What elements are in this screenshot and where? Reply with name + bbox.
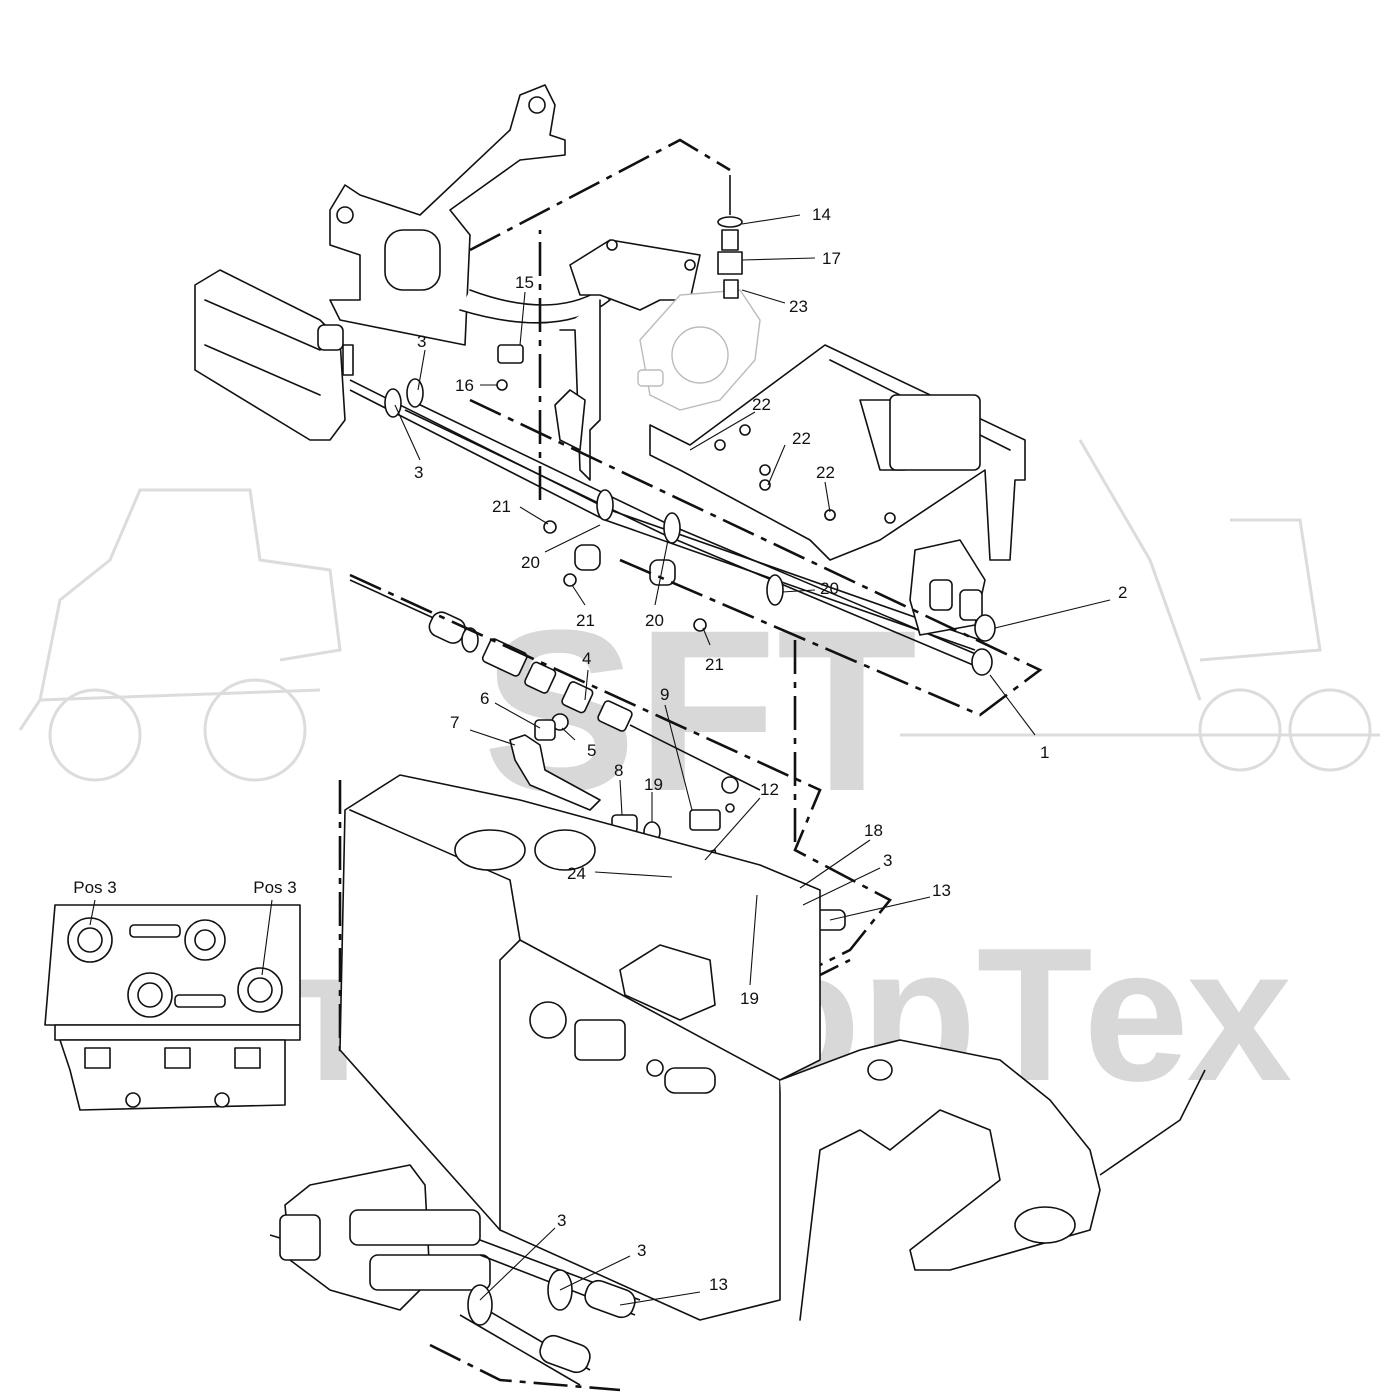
callout-19: 19	[644, 775, 663, 794]
hydraulic-pump	[637, 289, 761, 411]
callout-3: 3	[417, 332, 426, 351]
callout-13: 13	[932, 881, 951, 900]
hose-clamp	[663, 512, 681, 544]
upper-tank	[194, 269, 354, 441]
callout-2: 2	[1118, 583, 1127, 602]
watermark-excavator-right-icon	[900, 439, 1380, 772]
hose-clamp	[406, 378, 424, 408]
callout-20: 20	[645, 611, 664, 630]
callout-23: 23	[789, 297, 808, 316]
callout-7: 7	[450, 713, 459, 732]
callout-14: 14	[812, 205, 831, 224]
callout-9: 9	[660, 685, 669, 704]
watermark-tractor-left-icon	[18, 488, 342, 782]
hose-clamp	[766, 574, 784, 606]
callout-16: 16	[455, 376, 474, 395]
callout-3: 3	[557, 1211, 566, 1230]
mounting-plate	[554, 239, 701, 481]
hose-clamp	[596, 489, 614, 521]
callout-22: 22	[792, 429, 811, 448]
callout-4: 4	[582, 649, 591, 668]
callout-17: 17	[822, 249, 841, 268]
leader-lines	[394, 214, 1111, 1306]
right-frame	[649, 344, 1026, 561]
chassis-frame	[779, 1039, 1206, 1321]
callout-22: 22	[752, 395, 771, 414]
callout-1: 1	[1040, 743, 1049, 762]
callout-6: 6	[480, 689, 489, 708]
callout-5: 5	[587, 741, 596, 760]
callout-24: 24	[567, 864, 586, 883]
callout-21: 21	[492, 497, 511, 516]
callout-13: 13	[709, 1275, 728, 1294]
callout-3: 3	[637, 1241, 646, 1260]
inset-detail: Pos 3 Pos 3	[44, 878, 301, 1111]
callout-labels: 14 17 23 15 3 16 3 22 22 22 21 20 21 20 …	[414, 205, 1127, 1294]
callout-22: 22	[816, 463, 835, 482]
hose-bundle-upper	[349, 378, 991, 671]
callout-8: 8	[614, 761, 623, 780]
callout-3: 3	[883, 851, 892, 870]
callout-18: 18	[864, 821, 883, 840]
callout-20: 20	[820, 579, 839, 598]
callout-19: 19	[740, 989, 759, 1008]
callout-21: 21	[705, 655, 724, 674]
upper-mounting-bracket	[329, 84, 611, 346]
inset-label-left: Pos 3	[73, 878, 116, 897]
callout-12: 12	[760, 780, 779, 799]
callout-3: 3	[414, 463, 423, 482]
inset-label-right: Pos 3	[253, 878, 296, 897]
hydraulic-tank	[339, 774, 821, 1321]
bolts	[496, 344, 836, 632]
lower-valve	[269, 1164, 641, 1392]
valve-block	[909, 539, 996, 676]
fitting-stack	[717, 175, 743, 299]
callout-21: 21	[576, 611, 595, 630]
callout-20: 20	[521, 553, 540, 572]
callout-15: 15	[515, 273, 534, 292]
